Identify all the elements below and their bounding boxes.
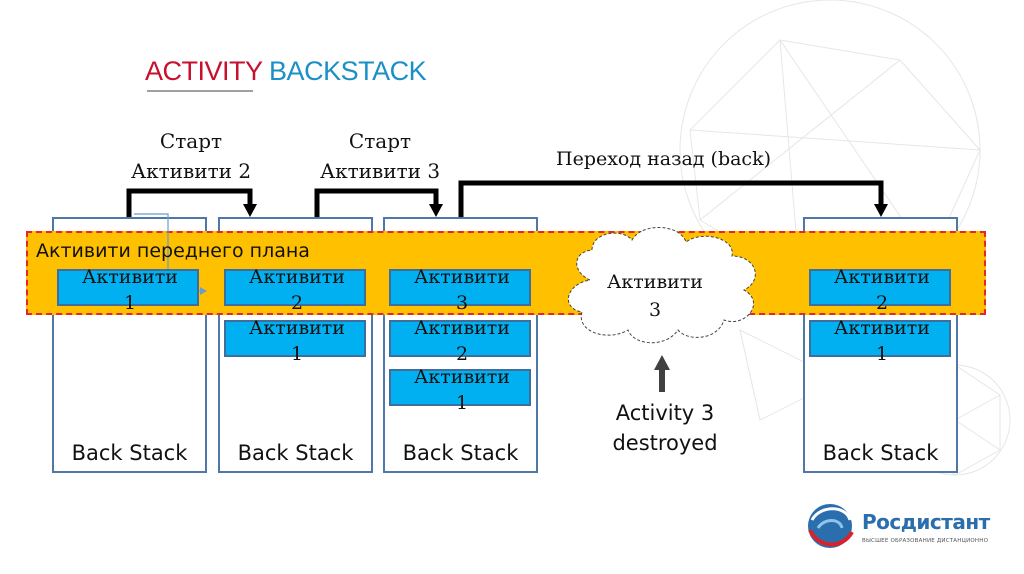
arrowhead-icon <box>243 204 257 217</box>
activity-destroyed-note: Activity 3 destroyed <box>580 398 750 458</box>
activity-word: Активити <box>249 266 345 288</box>
back-navigation-label: Переход назад (back) <box>556 148 772 170</box>
activity-box: Активити 1 <box>809 317 951 365</box>
foreground-label: Активити переднего плана <box>36 240 310 262</box>
arrowhead-up-icon <box>654 355 670 370</box>
start-activity-3-arrow <box>314 188 439 217</box>
slide-title: ACTIVITY BACKSTACK <box>145 56 427 87</box>
activity-number: 1 <box>290 343 304 365</box>
destroyed-activity-label: Активити 3 <box>580 268 730 324</box>
back-stack-label: Back Stack <box>402 441 519 465</box>
activity-word: Активити <box>414 266 510 288</box>
activity-word: Активити <box>82 266 178 288</box>
rosdistant-logo-icon <box>808 504 854 548</box>
title-word-activity: ACTIVITY <box>145 56 263 86</box>
activity-box: Активити 3 <box>389 266 531 314</box>
destroyed-activity-cloud <box>567 227 756 344</box>
title-underline <box>147 90 253 92</box>
activity-box: Активити 1 <box>57 266 199 314</box>
activity-word: Активити <box>834 266 930 288</box>
start-activity-2-line2: Активити 2 <box>130 159 252 183</box>
logo-name: Росдистант <box>862 510 990 534</box>
activity-number: 2 <box>455 343 469 365</box>
activity-box: Активити 2 <box>809 266 951 314</box>
title-word-backstack: BACKSTACK <box>269 56 427 86</box>
activity-number: 1 <box>455 392 469 414</box>
activity-box: Активити 2 <box>389 317 531 365</box>
activity-word: Активити <box>414 317 510 339</box>
arrowhead-icon <box>429 204 443 217</box>
activity-number: 1 <box>875 343 889 365</box>
start-activity-3-line2: Активити 3 <box>319 159 441 183</box>
activity-number: 1 <box>123 292 137 314</box>
back-stack-label: Back Stack <box>71 441 188 465</box>
destroyed-note-line2: destroyed <box>612 431 718 455</box>
logo-tagline: ВЫСШЕЕ ОБРАЗОВАНИЕ ДИСТАНЦИОННО <box>862 538 989 544</box>
destroyed-note-line1: Activity 3 <box>615 401 715 425</box>
thin-connector-arrowhead <box>200 287 207 295</box>
activity-number: 2 <box>875 292 889 314</box>
arrowhead-icon <box>874 204 888 217</box>
start-activity-2-line1: Старт <box>159 129 223 153</box>
activity-box: Активити 1 <box>389 366 531 414</box>
activity-word: Активити <box>249 317 345 339</box>
cloud-activity-word: Активити <box>607 271 703 293</box>
activity-box: Активити 2 <box>224 266 366 314</box>
activity-word: Активити <box>414 366 510 388</box>
start-activity-3-label: Старт Активити 3 <box>300 126 460 186</box>
start-activity-2-arrow <box>126 188 253 217</box>
back-stack-label: Back Stack <box>822 441 939 465</box>
activity-word: Активити <box>834 317 930 339</box>
activity-number: 3 <box>455 292 469 314</box>
back-stack-label: Back Stack <box>237 441 354 465</box>
start-activity-3-line1: Старт <box>348 129 412 153</box>
cloud-activity-number: 3 <box>648 299 662 321</box>
back-navigation-arrow <box>458 180 884 217</box>
start-activity-2-label: Старт Активити 2 <box>111 126 271 186</box>
activity-box: Активити 1 <box>224 317 366 365</box>
activity-number: 2 <box>290 292 304 314</box>
